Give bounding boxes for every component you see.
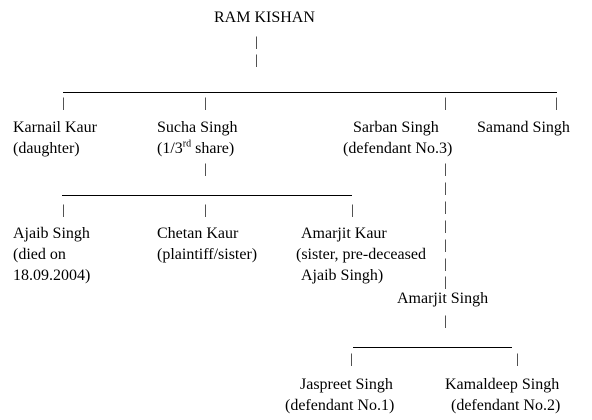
sarban-connector: | — [444, 257, 447, 272]
sucha-name: Sucha Singh — [157, 119, 238, 136]
kamaldeep-name: Kamaldeep Singh — [445, 376, 560, 393]
karnail-note: (daughter) — [13, 140, 80, 157]
children-hline — [63, 92, 557, 93]
ajaib-line2: (died on — [13, 246, 66, 263]
amarjit-singh-name: Amarjit Singh — [397, 290, 489, 307]
sucha-note: (1/3rd share) — [157, 138, 235, 157]
root-connector: | — [255, 35, 258, 50]
sarban-name: Sarban Singh — [353, 119, 439, 136]
sucha-child-connector: | — [62, 203, 65, 218]
child-connector: | — [444, 96, 447, 111]
amarjit-kaur-line3: Ajaib Singh) — [301, 267, 384, 284]
jaspreet-note: (defendant No.1) — [285, 397, 395, 414]
sucha-child-connector: | — [351, 203, 354, 218]
amarjit-kaur-name: Amarjit Kaur — [301, 225, 387, 242]
ajaib-name: Ajaib Singh — [13, 225, 90, 242]
grandchild-connector: | — [516, 352, 519, 367]
samand-name: Samand Singh — [477, 119, 570, 136]
sarban-connector: | — [444, 162, 447, 177]
sarban-connector: | — [444, 238, 447, 253]
sarban-note: (defendant No.3) — [343, 140, 453, 157]
sarban-connector: | — [444, 275, 447, 290]
child-connector: | — [555, 96, 558, 111]
amarjit-kaur-line2: (sister, pre-deceased — [296, 246, 426, 263]
karnail-name: Karnail Kaur — [13, 119, 97, 136]
sucha-child-connector: | — [204, 203, 207, 218]
child-connector: | — [204, 96, 207, 111]
amarjit-singh-connector: | — [444, 314, 447, 329]
grandchild-connector: | — [350, 352, 353, 367]
child-connector: | — [62, 96, 65, 111]
chetan-name: Chetan Kaur — [157, 225, 239, 242]
chetan-line2: (plaintiff/sister) — [157, 246, 258, 263]
jaspreet-name: Jaspreet Singh — [300, 376, 393, 393]
sarban-connector: | — [444, 200, 447, 215]
sucha-connector: | — [204, 162, 207, 177]
sucha-children-hline — [62, 195, 352, 196]
sarban-connector: | — [444, 181, 447, 196]
grandchildren-hline — [353, 347, 512, 348]
kamaldeep-note: (defendant No.2) — [451, 397, 561, 414]
sarban-connector: | — [444, 219, 447, 234]
root-name: RAM KISHAN — [214, 9, 315, 26]
root-connector: | — [255, 53, 258, 68]
ajaib-line3: 18.09.2004) — [13, 267, 91, 284]
